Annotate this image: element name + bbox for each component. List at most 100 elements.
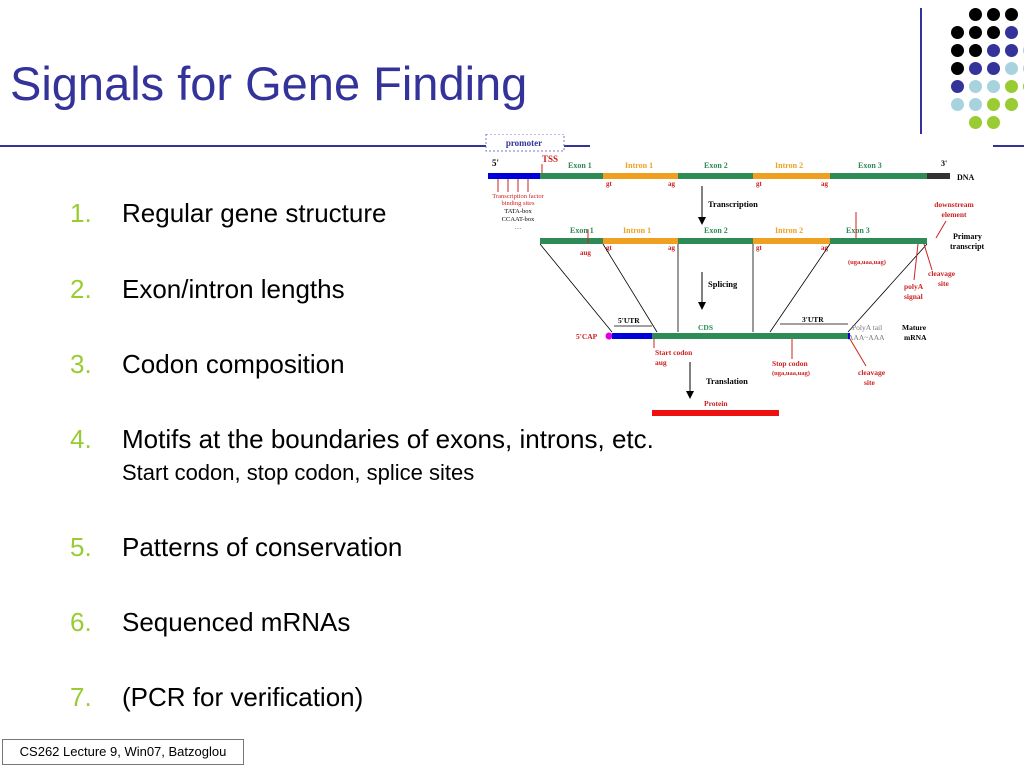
translation-label: Translation xyxy=(706,376,748,386)
pt-exon2 xyxy=(678,238,753,244)
dna-downstream xyxy=(927,173,950,179)
decor-dot xyxy=(1005,44,1018,57)
dna-exon1 xyxy=(540,173,603,179)
primary-label: Primary xyxy=(953,232,982,241)
decor-dot xyxy=(969,26,982,39)
cap-marker xyxy=(605,332,613,340)
polya-signal-label: signal xyxy=(904,292,923,301)
aaa-label: AAA~AAA xyxy=(848,333,885,342)
list-number: 4. xyxy=(70,424,92,454)
aug-label: aug xyxy=(580,249,591,257)
pt-intron1-label: Intron 1 xyxy=(623,226,651,235)
mature-label: Mature xyxy=(902,323,927,332)
dna-intron2-label: Intron 2 xyxy=(775,161,803,170)
cds-label: CDS xyxy=(698,323,713,332)
promoter-box xyxy=(485,134,565,152)
decor-dot xyxy=(987,8,1000,21)
transcription-label: Transcription xyxy=(708,199,758,209)
gene-structure-diagram: promoter 5' TSS Exon 1 Intron 1 Exon 2 I… xyxy=(485,134,985,416)
decor-dot xyxy=(969,98,982,111)
cleavage-label: cleavage xyxy=(928,269,956,278)
upstream-region xyxy=(488,173,540,179)
list-text: (PCR for verification) xyxy=(122,682,364,712)
protein-bar xyxy=(652,410,779,416)
gt-label: gt xyxy=(756,244,763,252)
promoter-label: promoter xyxy=(506,138,542,148)
decor-dot xyxy=(1005,26,1018,39)
list-number: 1. xyxy=(70,198,92,228)
list-number: 3. xyxy=(70,349,92,379)
dna-exon3 xyxy=(830,173,927,179)
cleavage-label: site xyxy=(938,279,950,288)
tf-label: CCAAT-box xyxy=(502,216,535,223)
dna-exon2-label: Exon 2 xyxy=(704,161,728,170)
stop-codons-label: (uga,uaa,uag) xyxy=(772,370,810,377)
cap-label: 5'CAP xyxy=(576,332,598,341)
dna-intron1 xyxy=(603,173,678,179)
cleavage-site-pointer xyxy=(849,338,867,367)
decor-dot xyxy=(951,80,964,93)
gt-label: gt xyxy=(606,244,613,252)
tf-label: Transcription factor xyxy=(492,193,544,200)
decor-dot xyxy=(951,98,964,111)
stop-codon-label: Stop codon xyxy=(772,359,808,368)
dna-5prime: 5' xyxy=(492,158,499,168)
splicing-lines xyxy=(539,243,928,333)
title-underline-right xyxy=(993,145,1024,147)
dna-label: DNA xyxy=(957,173,975,182)
stop-codons-label: (uga,uaa,uag) xyxy=(848,259,886,266)
decor-dot xyxy=(951,26,964,39)
dna-intron1-label: Intron 1 xyxy=(625,161,653,170)
decor-dot xyxy=(1005,80,1018,93)
mrna-cds xyxy=(652,333,848,339)
mrna-utr3 xyxy=(848,333,850,339)
list-text: Sequenced mRNAs xyxy=(122,607,351,637)
ag-label: ag xyxy=(821,180,829,188)
decor-dot xyxy=(987,26,1000,39)
splicing-label: Splicing xyxy=(708,279,738,289)
list-subtext: Start codon, stop codon, splice sites xyxy=(122,460,475,485)
cleavage-pointer xyxy=(923,243,933,271)
list-text: Codon composition xyxy=(122,349,345,379)
list-number: 5. xyxy=(70,532,92,562)
gt-label: gt xyxy=(606,180,613,188)
decor-dot xyxy=(987,80,1000,93)
decor-dot xyxy=(951,62,964,75)
polya-signal-label: polyA xyxy=(904,282,924,291)
tf-label: … xyxy=(515,224,522,231)
start-codon-label: Start codon xyxy=(655,348,693,357)
decor-dot xyxy=(969,8,982,21)
decor-dot xyxy=(987,98,1000,111)
gt-label: gt xyxy=(756,180,763,188)
footer-note: CS262 Lecture 9, Win07, Batzoglou xyxy=(2,739,244,765)
cleavage-site-label: cleavage xyxy=(858,368,886,377)
dna-exon2 xyxy=(678,173,753,179)
downstream-pointer xyxy=(935,220,947,239)
list-number: 7. xyxy=(70,682,92,712)
cleavage-site-label: site xyxy=(864,378,876,387)
slide-title: Signals for Gene Finding xyxy=(10,57,528,110)
pt-exon1 xyxy=(540,238,603,244)
list-number: 2. xyxy=(70,274,92,304)
tf-label: TATA-box xyxy=(504,208,532,215)
pt-intron1 xyxy=(603,238,678,244)
start-aug-label: aug xyxy=(655,358,667,367)
polya-tail-label: PolyA tail xyxy=(852,323,882,332)
tf-pointer-lines xyxy=(497,164,543,192)
tss-label: TSS xyxy=(542,154,558,164)
decor-dot xyxy=(969,80,982,93)
decor-dot xyxy=(987,44,1000,57)
pt-intron2-label: Intron 2 xyxy=(775,226,803,235)
pt-exon3 xyxy=(830,238,927,244)
decor-dot xyxy=(987,62,1000,75)
protein-label: Protein xyxy=(704,399,728,408)
decor-dot xyxy=(1005,98,1018,111)
decor-dot xyxy=(1005,62,1018,75)
primary-label: transcript xyxy=(950,242,985,251)
list-text: Regular gene structure xyxy=(122,198,387,228)
decor-vertical-rule xyxy=(920,8,922,134)
utr5-label: 5'UTR xyxy=(618,316,640,325)
pt-exon2-label: Exon 2 xyxy=(704,226,728,235)
decor-dot xyxy=(969,62,982,75)
pt-exon3-label: Exon 3 xyxy=(846,226,870,235)
